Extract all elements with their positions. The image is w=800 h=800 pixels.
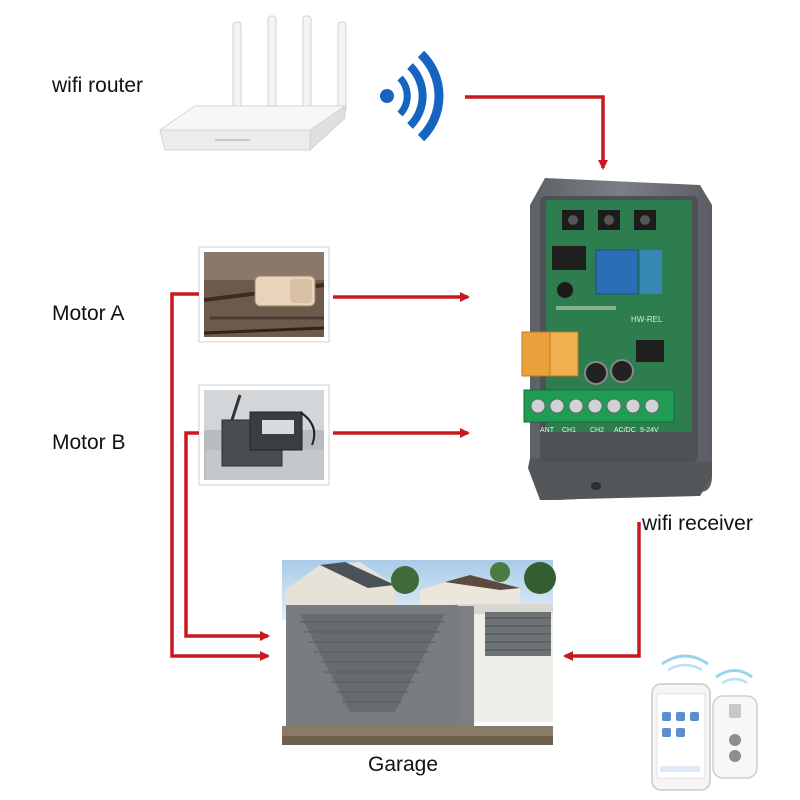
terminal-label-ch1: CH1: [562, 427, 576, 434]
terminal-label-acdc: AC/DC: [614, 427, 636, 434]
motor-a-label: Motor A: [52, 302, 125, 325]
motor-a-photo: [198, 246, 330, 343]
receiver-label: wifi receiver: [642, 512, 753, 535]
terminal-screws: [530, 398, 660, 414]
terminal-label-ant: ANT: [540, 427, 555, 434]
motor-b-photo: [198, 384, 330, 486]
pcb-module-text: HW-REL: [631, 315, 663, 324]
terminal-label-ch2: CH2: [590, 427, 604, 434]
wifi-signal-icon: [380, 50, 444, 142]
phone-app-icon: [651, 654, 711, 791]
pcb-buttons: [562, 210, 656, 230]
garage-label: Garage: [368, 753, 439, 776]
wifi-receiver-device: HW-REL ANT CH1 CH2 AC/DC 9-24V: [521, 178, 712, 500]
router-label: wifi router: [52, 74, 144, 97]
terminal-label-voltage: 9-24V: [640, 427, 659, 434]
garage-photo: [282, 560, 556, 745]
connection-arrows: [170, 95, 641, 661]
terminal-labels: ANT CH1 CH2 AC/DC 9-24V: [540, 427, 659, 434]
arrow-receiver-to-garage: [563, 522, 641, 661]
arrow-motor-b-to-garage: [184, 431, 270, 641]
arrow-motor-a-to-garage: [170, 292, 270, 661]
router-icon: [159, 15, 347, 152]
motor-b-label: Motor B: [52, 431, 126, 454]
remote-control-icon: [712, 669, 758, 779]
arrow-wifi-to-receiver: [465, 95, 608, 170]
